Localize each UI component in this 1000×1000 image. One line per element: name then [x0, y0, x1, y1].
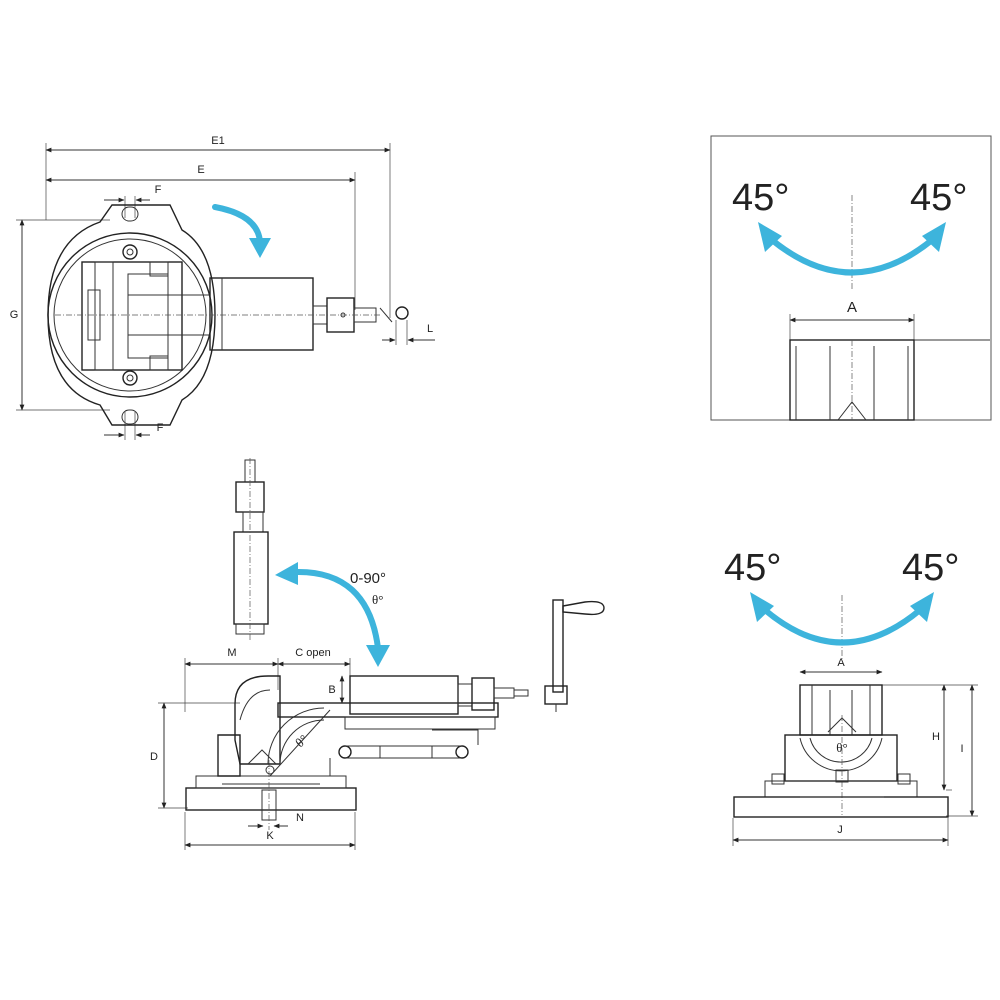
label-g: G	[10, 309, 19, 321]
label-i: I	[960, 743, 963, 755]
label-d: D	[150, 751, 158, 763]
angle-right-label: 45°	[910, 177, 967, 219]
label-n: N	[296, 812, 304, 824]
double-arrow-head-right	[922, 222, 946, 252]
top-view: E1 E G F F	[10, 135, 435, 440]
dimension-e: E	[45, 164, 356, 310]
side-view: 0-90° θ° M C open B D K N	[150, 458, 605, 850]
tilt-arrow-path	[292, 568, 381, 651]
dimension-g: G	[10, 219, 110, 411]
label-f-bottom: F	[157, 422, 164, 434]
tilt-arrow-head-top	[275, 562, 298, 585]
crank-handle-icon	[544, 599, 605, 712]
front-angle-right-label: 45°	[902, 547, 959, 589]
label-a: A	[847, 299, 857, 316]
front-label-a: A	[837, 657, 845, 669]
label-j: J	[837, 824, 843, 836]
front-angle-left-label: 45°	[724, 547, 781, 589]
label-m: M	[227, 647, 236, 659]
label-l: L	[427, 323, 433, 335]
tilt-arrow-head-bottom	[366, 645, 390, 667]
front-view: 45° 45° A H I J θ°	[724, 547, 978, 846]
label-k: K	[266, 830, 274, 842]
range-label: 0-90°	[350, 570, 386, 587]
tilt-arrow-icon	[275, 562, 390, 667]
dimension-f-top: F	[104, 184, 162, 218]
label-b: B	[328, 684, 335, 696]
label-h: H	[932, 731, 940, 743]
label-f-top: F	[155, 184, 162, 196]
dimension-e1: E1	[45, 135, 391, 318]
front-arrow-head-left	[750, 592, 774, 622]
label-e: E	[197, 164, 204, 176]
inset-top: 45° 45° A	[710, 135, 992, 421]
front-arrow-path	[762, 607, 923, 646]
label-c-open: C open	[295, 647, 330, 659]
double-arrow-path	[769, 237, 935, 276]
double-arrow-icon	[758, 222, 946, 276]
label-e1: E1	[211, 135, 224, 147]
front-theta-label: θ°	[836, 740, 847, 755]
double-arrow-head-left	[758, 222, 782, 252]
dimension-f-bottom: F	[104, 412, 164, 440]
theta-label: θ°	[372, 592, 383, 607]
rotation-arrow-path	[212, 204, 263, 245]
front-arrow-head-right	[910, 592, 934, 622]
rotation-arrow-icon	[212, 204, 271, 258]
double-arrow-icon	[750, 592, 934, 646]
rotation-arrow-head	[249, 238, 271, 258]
dimension-l: L	[382, 320, 435, 345]
angle-left-label: 45°	[732, 177, 789, 219]
